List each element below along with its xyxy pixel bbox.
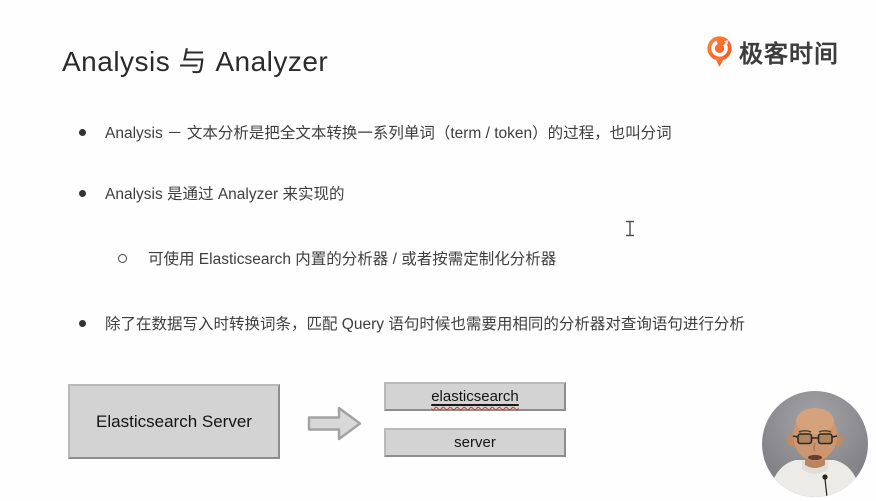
bullet-item: Analysis － 文本分析是把全文本转换一系列单词（term / token…: [79, 121, 672, 143]
geektime-logo: 极客时间: [706, 34, 839, 69]
geektime-pin-icon: [706, 35, 733, 68]
token-box-elasticsearch: elasticsearch: [384, 382, 566, 411]
bullet-text: Analysis 是通过 Analyzer 来实现的: [105, 186, 345, 203]
page-title: Analysis 与 Analyzer: [62, 46, 329, 77]
bullet-dot-marker: [79, 128, 86, 136]
server-box-label: Elasticsearch Server: [96, 411, 252, 431]
bullet-text: Analysis － 文本分析是把全文本转换一系列单词（term / token…: [105, 125, 672, 142]
token-underline: elasticsearch: [431, 388, 519, 405]
bullet-item: 除了在数据写入时转换词条，匹配 Query 语句时候也需要用相同的分析器对查询语…: [79, 312, 745, 334]
token-label: server: [454, 434, 496, 451]
text-ibeam-cursor: [624, 220, 636, 242]
bullet-text: 可使用 Elasticsearch 内置的分析器 / 或者按需定制化分析器: [148, 251, 557, 268]
token-box-server: server: [384, 428, 566, 457]
bullet-circle-marker: [118, 253, 127, 263]
bullet-dot-marker: [79, 189, 86, 197]
geektime-logo-text: 极客时间: [739, 41, 839, 68]
bullet-dot-marker: [79, 319, 86, 327]
elasticsearch-server-box: Elasticsearch Server: [68, 384, 280, 459]
token-label: elasticsearch: [431, 388, 519, 405]
sub-bullet-item: 可使用 Elasticsearch 内置的分析器 / 或者按需定制化分析器: [118, 247, 556, 269]
bullet-item: Analysis 是通过 Analyzer 来实现的: [79, 182, 344, 204]
presenter-avatar: [762, 391, 868, 497]
right-block-arrow-icon: [307, 405, 363, 447]
bullet-text: 除了在数据写入时转换词条，匹配 Query 语句时候也需要用相同的分析器对查询语…: [105, 316, 745, 333]
